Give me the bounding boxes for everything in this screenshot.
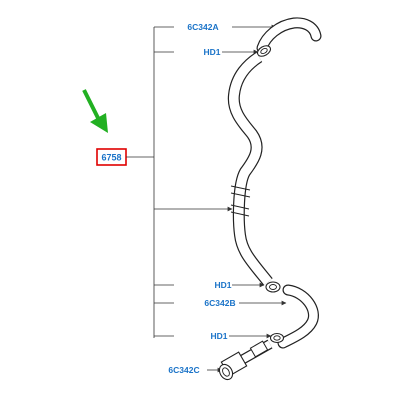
clamp-hd1-top-drawing — [256, 45, 272, 57]
hose-6c342b-drawing — [277, 284, 319, 349]
leader-lines — [126, 24, 287, 373]
callout-hd1-mid-label[interactable]: HD1 — [214, 280, 231, 290]
connector-6c342c-drawing — [218, 339, 273, 381]
hose-band-3 — [230, 204, 250, 210]
callout-hd1-top-label[interactable]: HD1 — [203, 47, 220, 57]
hose-band-4 — [230, 211, 250, 217]
hose-band-1 — [230, 185, 251, 191]
hose-6c342a-drawing — [256, 17, 322, 54]
callout-6c342c-label[interactable]: 6C342C — [168, 365, 199, 375]
hose-band-2 — [230, 192, 251, 198]
main-part-label: 6758 — [101, 153, 121, 163]
callout-6c342a-label[interactable]: 6C342A — [187, 22, 218, 32]
hose-6758-drawing — [227, 51, 273, 286]
green-pointer-arrow-icon — [82, 89, 108, 133]
main-part-callout[interactable]: 6758 — [96, 148, 127, 166]
callout-hd1-bottom-label[interactable]: HD1 — [210, 331, 227, 341]
clamp-hd1-mid-drawing — [265, 281, 281, 293]
clamp-hd1-bottom-drawing — [269, 332, 285, 344]
callout-6c342b-label[interactable]: 6C342B — [204, 298, 235, 308]
